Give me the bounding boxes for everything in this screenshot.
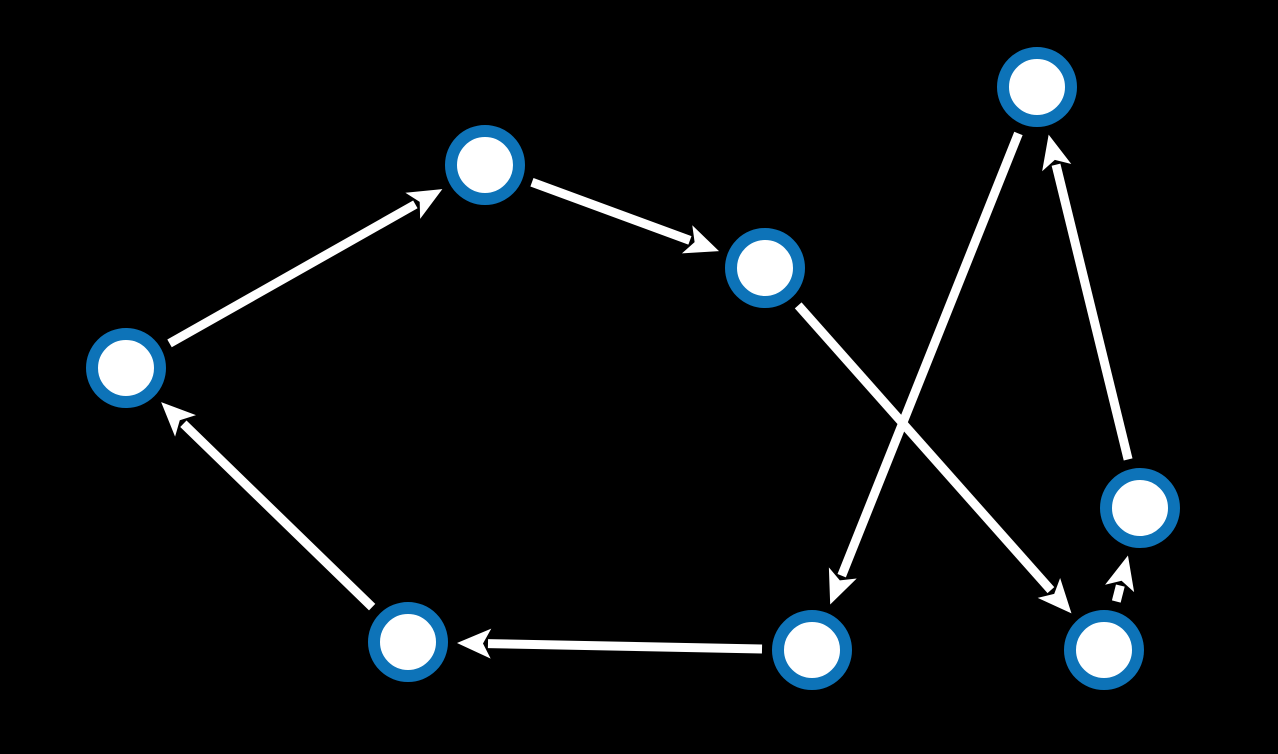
edge-arrowhead-H-D: [456, 628, 492, 659]
graph-node-C[interactable]: [725, 228, 805, 308]
graph-node-E[interactable]: [997, 47, 1077, 127]
edge-line-F-E: [1051, 163, 1133, 461]
edge-arrowhead-F-E: [1042, 134, 1072, 172]
edge-arrowhead-C-G: [1037, 577, 1072, 614]
graph-node-G[interactable]: [1064, 610, 1144, 690]
edge-arrowhead-E-H: [828, 567, 857, 605]
edge-arrowhead-B-C: [681, 225, 720, 254]
edge-line-D-A: [180, 420, 376, 611]
edge-line-A-B: [167, 200, 418, 348]
nodes-layer: [86, 47, 1180, 690]
graph-node-B[interactable]: [445, 125, 525, 205]
edge-line-G-F: [1111, 584, 1125, 603]
edge-arrowhead-D-A: [161, 402, 196, 437]
edge-line-H-D: [487, 639, 763, 654]
edges-layer: [161, 131, 1135, 659]
edge-arrowhead-G-F: [1105, 555, 1135, 593]
edge-line-C-G: [794, 302, 1055, 594]
edge-arrowhead-A-B: [405, 189, 443, 219]
edge-line-E-H: [837, 131, 1023, 578]
graph-node-F[interactable]: [1100, 468, 1180, 548]
graph-node-D[interactable]: [368, 602, 448, 682]
graph-node-H[interactable]: [772, 610, 852, 690]
graph-node-A[interactable]: [86, 328, 166, 408]
edge-line-B-C: [530, 178, 692, 245]
